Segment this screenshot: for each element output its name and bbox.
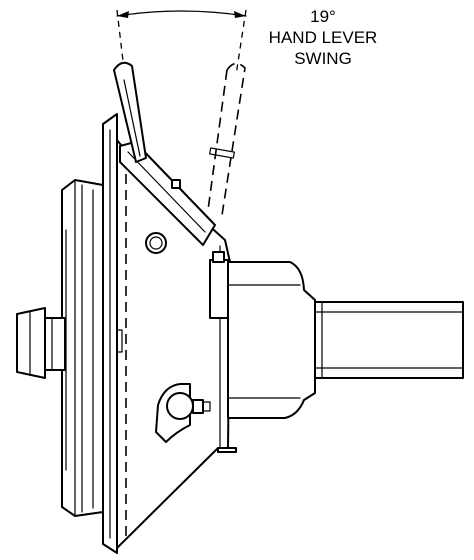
swing-label-line1: HAND LEVER: [268, 28, 378, 47]
swing-angle-label: 19°: [310, 7, 336, 26]
adjustment-knob: [16, 307, 66, 379]
lock-cylinder: [155, 383, 211, 443]
left-disc-housing: [61, 179, 104, 517]
hand-lever-solid: [113, 61, 147, 163]
mounting-plate: [102, 113, 118, 554]
base-foot: [217, 447, 237, 453]
output-shaft: [314, 301, 464, 379]
hand-lever-swung-dashed: [207, 62, 246, 216]
swing-callout: 19° HAND LEVER SWING: [248, 6, 398, 69]
shaft-housing: [209, 251, 316, 419]
swing-angle-dimension: [116, 9, 247, 96]
swing-label-line2: SWING: [294, 49, 352, 68]
